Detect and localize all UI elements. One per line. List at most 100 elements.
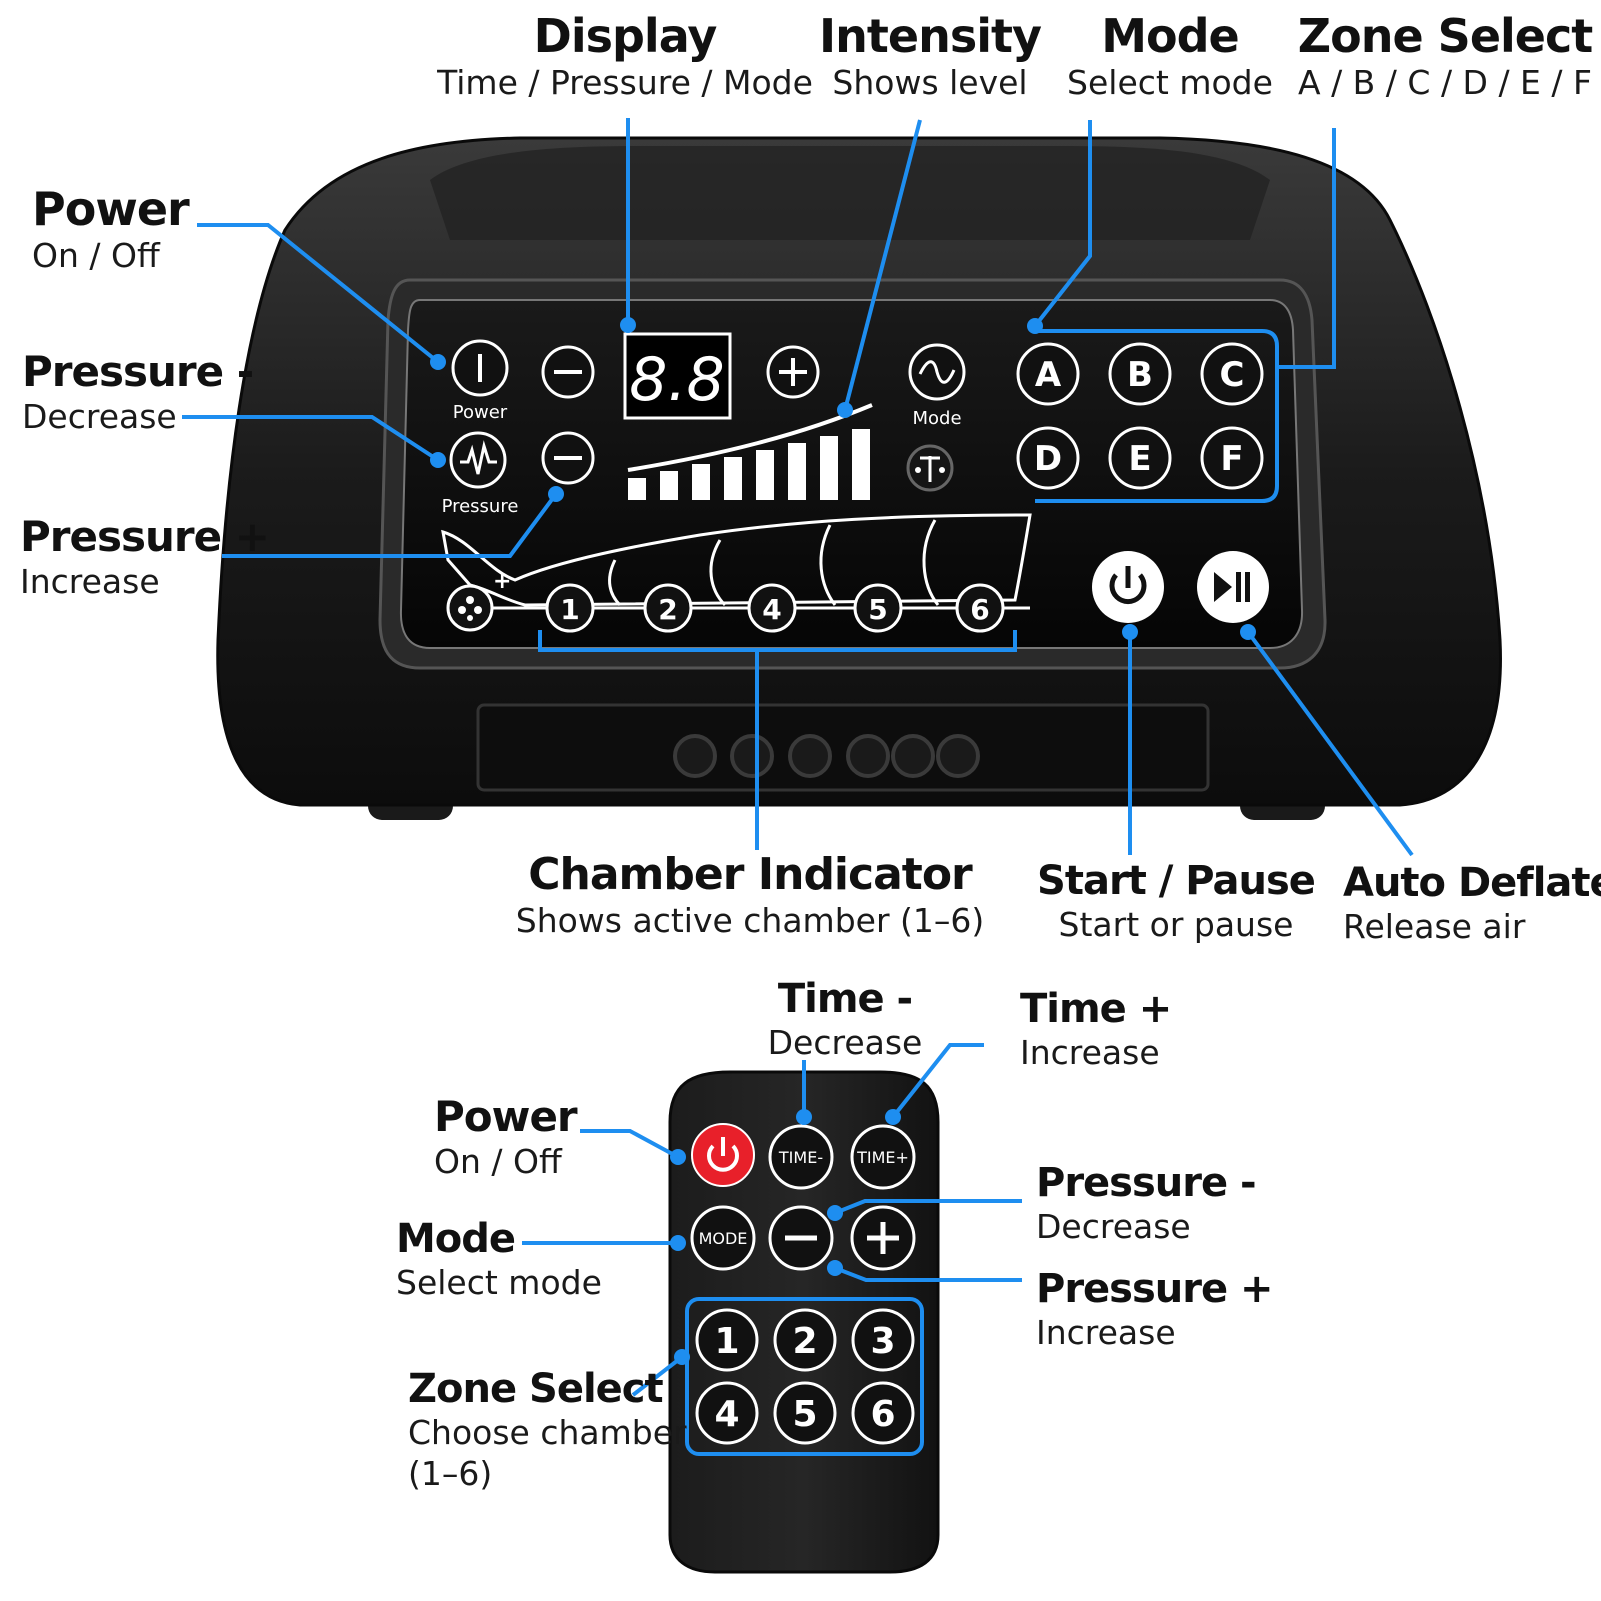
start-pause-button[interactable] xyxy=(1092,551,1164,623)
label-time-minus: Time - Decrease xyxy=(768,978,923,1061)
wave-icon xyxy=(918,360,956,384)
label-zone-top-sub: A / B / C / D / E / F xyxy=(1298,63,1592,103)
label-remote-mode-sub: Select mode xyxy=(396,1263,602,1302)
callout-zone-top xyxy=(1277,128,1336,369)
label-power-title: Power xyxy=(32,182,190,236)
label-remote-power: Power On / Off xyxy=(434,1092,578,1182)
label-intensity-sub: Shows level xyxy=(832,63,1028,103)
device-mode-button[interactable] xyxy=(908,343,966,401)
label-display: Display Time / Pressure / Mode xyxy=(437,12,813,101)
remote-number-label: 4 xyxy=(714,1394,739,1435)
segment-display xyxy=(623,332,732,420)
zone-button-a[interactable]: A xyxy=(1016,342,1080,406)
chamber-indicator-5: 5 xyxy=(853,583,903,633)
remote-time-minus-button[interactable]: TIME- xyxy=(768,1124,834,1190)
pump-device: Power Pressure 8.8 xyxy=(216,136,1502,820)
chamber-number: 2 xyxy=(658,593,677,626)
label-pressure-minus-sub: Decrease xyxy=(22,397,177,437)
intensity-bar xyxy=(820,436,838,500)
device-plus-button[interactable] xyxy=(766,345,820,399)
remote-number-label: 2 xyxy=(792,1321,817,1362)
callout-remote-pressure-minus xyxy=(834,1199,1022,1215)
label-remote-zone: Zone Select Choose chamber (1–6) xyxy=(408,1368,687,1491)
label-remote-pressure-minus-title: Pressure - xyxy=(1036,1160,1257,1206)
device-massage-button[interactable] xyxy=(906,444,954,492)
label-remote-zone-sub: Choose chamber xyxy=(408,1413,687,1452)
remote-power-button[interactable] xyxy=(691,1123,755,1187)
remote-number-button-4[interactable]: 4 xyxy=(695,1381,759,1445)
label-intensity-title: Intensity xyxy=(819,9,1042,63)
zone-button-e[interactable]: E xyxy=(1108,426,1172,490)
device-minus-button-bottom[interactable] xyxy=(541,431,595,485)
label-remote-power-title: Power xyxy=(434,1092,578,1141)
label-pressure-minus-title: Pressure - xyxy=(22,347,254,396)
label-mode-top: Mode Select mode xyxy=(1067,12,1273,101)
device-minus-button-top[interactable] xyxy=(541,345,595,399)
chamber-number: 6 xyxy=(970,593,989,626)
label-power-sub: On / Off xyxy=(32,236,160,276)
remote-pressure-plus-button[interactable] xyxy=(850,1205,916,1271)
sleeve-chamber-dividers xyxy=(608,519,940,607)
label-remote-pressure-plus-sub: Increase xyxy=(1036,1313,1176,1352)
auto-deflate-button[interactable] xyxy=(1197,551,1269,623)
mode-label: MODE xyxy=(699,1229,748,1248)
zone-button-f[interactable]: F xyxy=(1200,426,1264,490)
device-top-ridge xyxy=(430,146,1270,240)
mode-caption: Mode xyxy=(912,408,961,429)
foot-massage-icon xyxy=(446,584,494,632)
label-start-pause-sub: Start or pause xyxy=(1058,905,1294,944)
remote-number-label: 5 xyxy=(792,1394,817,1435)
remote-number-button-5[interactable]: 5 xyxy=(773,1381,837,1445)
device-power-button[interactable] xyxy=(451,339,509,397)
label-zone-top-title: Zone Select xyxy=(1297,9,1593,63)
label-start-pause-title: Start / Pause xyxy=(1037,858,1316,904)
label-display-title: Display xyxy=(533,9,718,63)
label-pressure-plus: Pressure + Increase xyxy=(20,512,270,600)
remote-number-button-6[interactable]: 6 xyxy=(851,1381,915,1445)
callout-dots xyxy=(430,317,1256,1365)
zone-label: B xyxy=(1127,355,1153,395)
zone-button-d[interactable]: D xyxy=(1016,426,1080,490)
label-pressure-minus: Pressure - Decrease xyxy=(22,347,254,437)
pressure-caption: Pressure xyxy=(442,496,519,517)
label-remote-power-sub: On / Off xyxy=(434,1142,562,1182)
label-time-minus-title: Time - xyxy=(777,976,913,1022)
label-start-pause: Start / Pause Start or pause xyxy=(1037,858,1316,944)
callout-mode-top xyxy=(1033,120,1092,328)
intensity-bar xyxy=(788,443,806,500)
chamber-indicator-2: 2 xyxy=(643,583,693,633)
callout-pressure-minus xyxy=(182,415,440,462)
label-chamber: Chamber Indicator Shows active chamber (… xyxy=(516,851,985,939)
chamber-indicator-1: 1 xyxy=(545,583,595,633)
label-power: Power On / Off xyxy=(32,182,190,276)
intensity-bars xyxy=(628,429,870,500)
air-outlet-ports xyxy=(673,734,980,778)
label-zone-top: Zone Select A / B / C / D / E / F xyxy=(1297,9,1593,103)
power-caption: Power xyxy=(453,402,508,423)
label-auto-deflate-sub: Release air xyxy=(1343,907,1526,946)
remote-mode-button[interactable]: MODE xyxy=(690,1205,756,1271)
chamber-number: 1 xyxy=(560,593,579,626)
chamber-number: 4 xyxy=(762,593,781,626)
zone-button-b[interactable]: B xyxy=(1108,342,1172,406)
device-pressure-button[interactable] xyxy=(449,431,507,489)
label-remote-mode: Mode Select mode xyxy=(396,1218,602,1301)
remote-time-plus-button[interactable]: TIME+ xyxy=(850,1124,916,1190)
label-time-plus-title: Time + xyxy=(1020,986,1172,1032)
remote-number-button-1[interactable]: 1 xyxy=(695,1308,759,1372)
callout-auto-deflate xyxy=(1246,630,1414,857)
label-remote-pressure-minus: Pressure - Decrease xyxy=(1036,1160,1257,1245)
label-pressure-plus-title: Pressure + xyxy=(20,512,270,561)
label-time-minus-sub: Decrease xyxy=(767,1023,923,1062)
play-pause-icon xyxy=(1214,572,1232,602)
zone-button-c[interactable]: C xyxy=(1200,342,1264,406)
remote-number-button-3[interactable]: 3 xyxy=(851,1308,915,1372)
zone-label: F xyxy=(1220,439,1243,479)
remote-number-button-2[interactable]: 2 xyxy=(773,1308,837,1372)
time-plus-label: TIME+ xyxy=(856,1148,909,1167)
callout-remote-power xyxy=(580,1129,679,1159)
remote-pressure-minus-button[interactable] xyxy=(768,1205,834,1271)
remote-number-label: 3 xyxy=(870,1321,895,1362)
